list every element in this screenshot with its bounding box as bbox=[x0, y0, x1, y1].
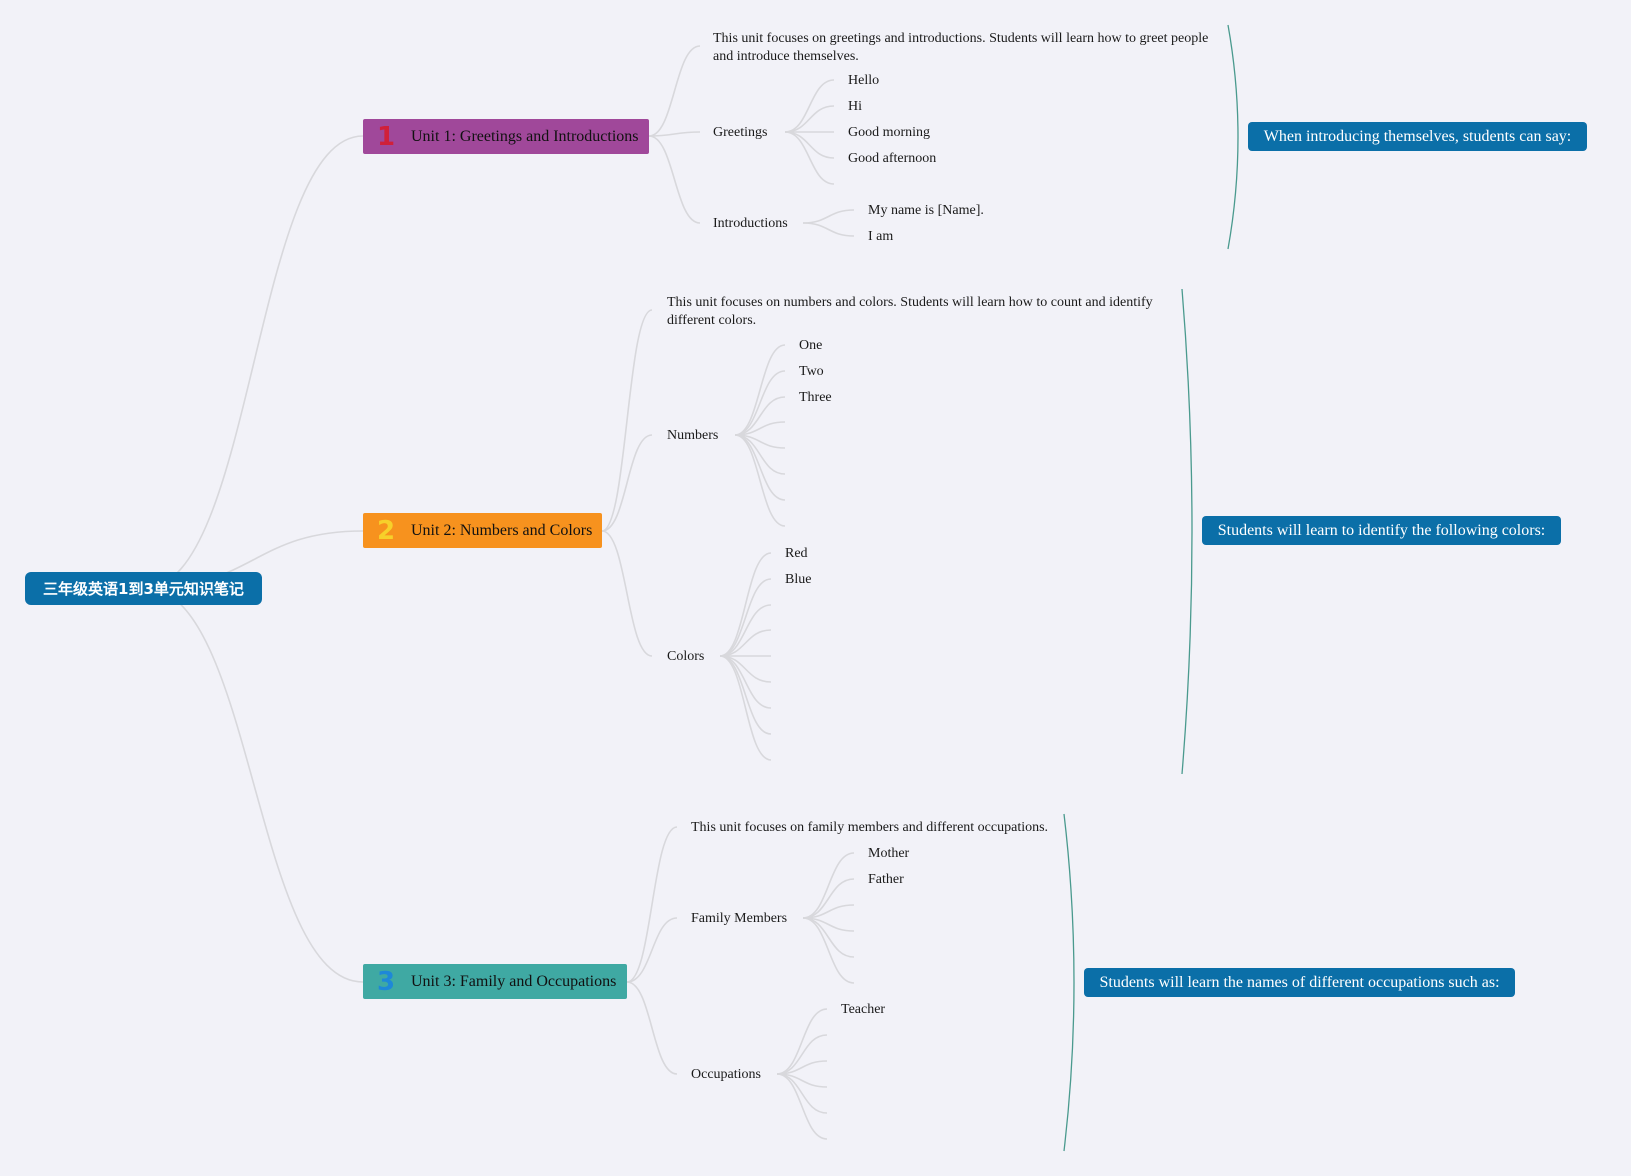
introductions-item[interactable]: My name is [Name]. bbox=[868, 203, 984, 218]
branch-link bbox=[601, 530, 653, 657]
leaf-link bbox=[719, 604, 772, 657]
greetings-item[interactable]: Good morning bbox=[848, 125, 931, 140]
unit-2-description[interactable]: This unit focuses on numbers and colors.… bbox=[667, 295, 1153, 328]
colors-item[interactable]: Red bbox=[785, 546, 808, 561]
leaf-link bbox=[802, 222, 855, 237]
greetings-item[interactable]: Hello bbox=[848, 73, 880, 88]
leaf-link bbox=[784, 131, 835, 185]
leaf-link bbox=[719, 655, 772, 709]
leaf-link bbox=[802, 917, 855, 984]
root-link bbox=[144, 587, 364, 983]
unit-1-summary-label: When introducing themselves, students ca… bbox=[1263, 127, 1572, 145]
leaf-link bbox=[734, 434, 786, 501]
leaf-link bbox=[734, 370, 786, 436]
branch-link bbox=[601, 309, 653, 532]
unit-3-group-family-members[interactable]: Family Members bbox=[691, 911, 788, 926]
introductions-item[interactable]: I am bbox=[868, 229, 894, 244]
unit-1-topic[interactable]: 1 Unit 1: Greetings and Introductions bbox=[363, 119, 649, 154]
leaf-link bbox=[719, 655, 772, 761]
colors-item[interactable]: Blue bbox=[785, 572, 812, 587]
leaf-link bbox=[784, 79, 835, 133]
leaf-link bbox=[784, 105, 835, 133]
unit-3-topic[interactable]: 3 Unit 3: Family and Occupations bbox=[363, 964, 627, 999]
family-members-item[interactable]: Mother bbox=[868, 846, 910, 861]
unit-1-group-greetings[interactable]: Greetings bbox=[713, 125, 768, 140]
root-topic-label: 三年级英语1到3单元知识笔记 bbox=[43, 580, 244, 598]
unit-2-summary[interactable]: Students will learn to identify the foll… bbox=[1202, 516, 1561, 545]
leaf-link bbox=[784, 131, 835, 159]
unit-3-summary[interactable]: Students will learn the names of differe… bbox=[1084, 968, 1515, 997]
branch-link bbox=[626, 826, 678, 983]
branch-link bbox=[601, 434, 653, 532]
unit-1-title: Unit 1: Greetings and Introductions bbox=[411, 127, 639, 145]
unit-2-topic[interactable]: 2 Unit 2: Numbers and Colors bbox=[363, 513, 602, 548]
unit-2-group-numbers[interactable]: Numbers bbox=[667, 428, 719, 443]
greetings-item[interactable]: Hi bbox=[848, 99, 862, 114]
unit-1-number-icon: 1 bbox=[376, 121, 396, 152]
leaf-link bbox=[802, 852, 855, 919]
unit-1-summary[interactable]: When introducing themselves, students ca… bbox=[1248, 122, 1587, 151]
unit-2-group-colors[interactable]: Colors bbox=[667, 649, 705, 664]
unit-2-title: Unit 2: Numbers and Colors bbox=[411, 521, 593, 539]
summary-bracket bbox=[1181, 288, 1193, 775]
leaf-link bbox=[802, 209, 855, 224]
unit-3-description[interactable]: This unit focuses on family members and … bbox=[691, 820, 1049, 835]
branch-link bbox=[648, 131, 701, 137]
greetings-item[interactable]: Good afternoon bbox=[848, 151, 937, 166]
leaf-link bbox=[719, 552, 772, 657]
summary-bracket bbox=[1063, 813, 1075, 1152]
leaf-link bbox=[734, 434, 786, 527]
unit-2-summary-label: Students will learn to identify the foll… bbox=[1217, 521, 1546, 539]
unit-3-title: Unit 3: Family and Occupations bbox=[411, 972, 617, 990]
unit-2-number-icon: 2 bbox=[376, 515, 396, 546]
branch-link bbox=[626, 981, 678, 1075]
leaf-link bbox=[719, 655, 772, 735]
leaf-link bbox=[719, 578, 772, 657]
unit-3-number-icon: 3 bbox=[376, 966, 396, 997]
summary-bracket bbox=[1227, 24, 1239, 250]
root-topic[interactable]: 三年级英语1到3单元知识笔记 bbox=[25, 572, 262, 605]
branch-link bbox=[626, 917, 678, 983]
occupations-item[interactable]: Teacher bbox=[841, 1002, 886, 1017]
numbers-item[interactable]: Three bbox=[799, 390, 832, 405]
root-link bbox=[144, 135, 364, 589]
unit-3-group-occupations[interactable]: Occupations bbox=[691, 1067, 761, 1082]
leaf-link bbox=[734, 344, 786, 436]
numbers-item[interactable]: One bbox=[799, 338, 823, 353]
leaf-link bbox=[776, 1073, 828, 1140]
unit-1-group-introductions[interactable]: Introductions bbox=[713, 216, 788, 231]
branch-link bbox=[648, 135, 701, 224]
numbers-item[interactable]: Two bbox=[799, 364, 824, 379]
leaf-link bbox=[776, 1008, 828, 1075]
unit-1-description[interactable]: This unit focuses on greetings and intro… bbox=[713, 31, 1209, 64]
family-members-item[interactable]: Father bbox=[868, 872, 904, 887]
unit-3-summary-label: Students will learn the names of differe… bbox=[1099, 973, 1500, 991]
branch-link bbox=[648, 45, 701, 137]
